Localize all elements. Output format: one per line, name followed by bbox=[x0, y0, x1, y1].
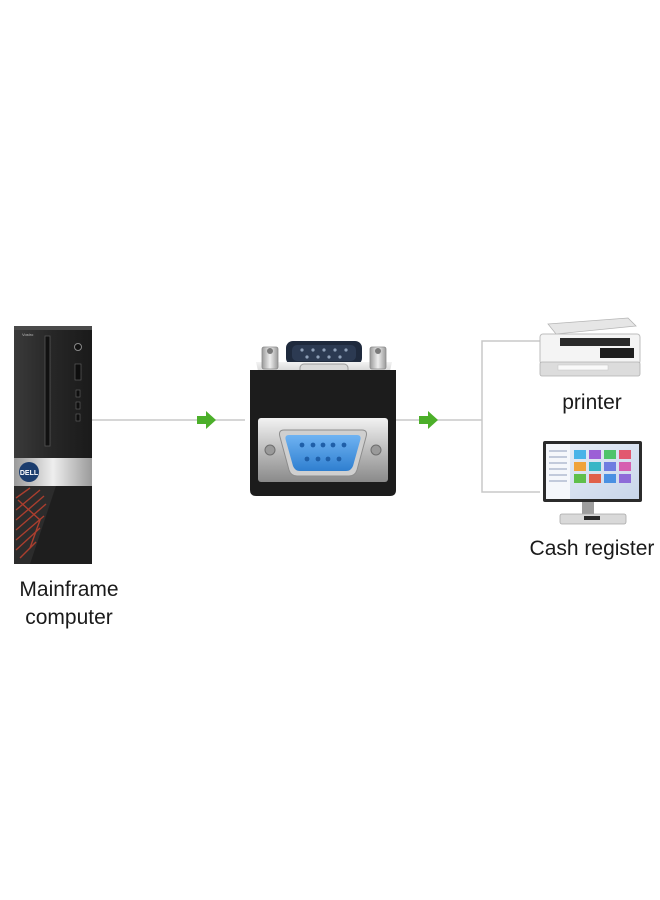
svg-text:Vostro: Vostro bbox=[22, 332, 34, 337]
dell-logo: DELL bbox=[19, 462, 39, 482]
arrow-right-icon bbox=[419, 411, 438, 429]
computer-label: Mainframe computer bbox=[0, 576, 138, 632]
db9-adapter-image bbox=[250, 341, 396, 496]
cash-register-image bbox=[543, 441, 642, 525]
cash-register-label: Cash register bbox=[529, 537, 655, 560]
svg-text:DELL: DELL bbox=[20, 470, 39, 477]
computer-label-line1: Mainframe bbox=[19, 578, 119, 601]
printer-label: printer bbox=[562, 391, 622, 414]
printer-image bbox=[539, 317, 641, 377]
arrow-right-icon bbox=[197, 411, 216, 429]
line-branch-devices bbox=[481, 340, 540, 493]
desktop-tower-image: Vostro DELL bbox=[14, 326, 92, 564]
computer-label-line2: computer bbox=[25, 606, 113, 629]
connection-lines bbox=[92, 340, 540, 493]
